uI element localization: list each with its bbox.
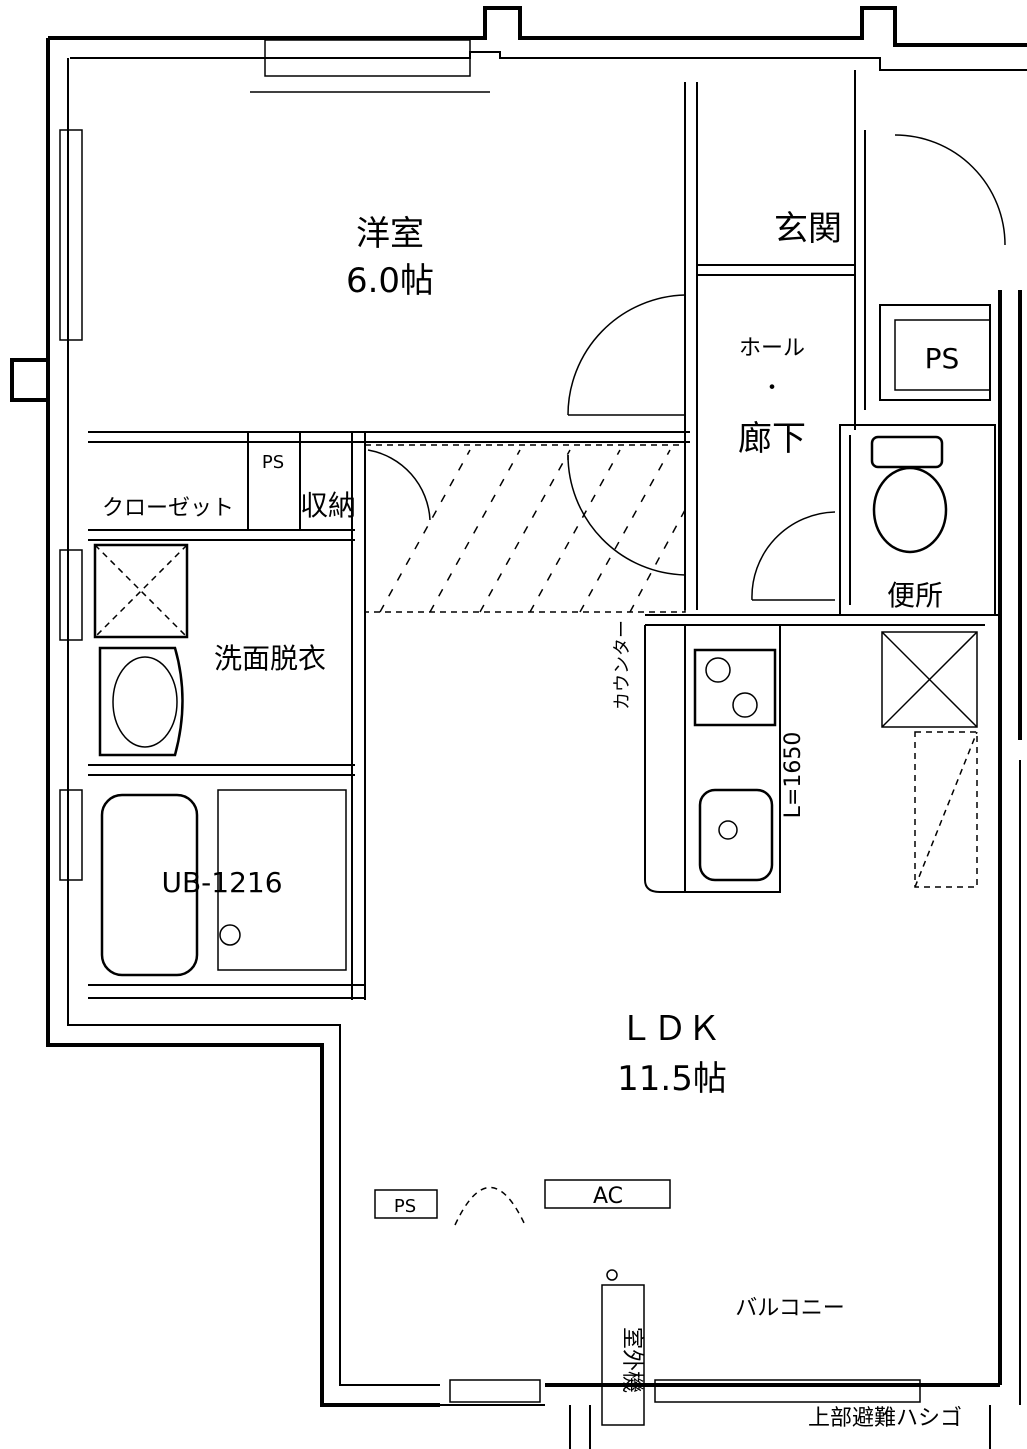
entrance-label: 玄関 [774, 209, 842, 249]
doors [367, 134, 1006, 1226]
escape-ladder-label: 上部避難ハシゴ [808, 1406, 962, 1431]
western-room-size: 6.0帖 [346, 261, 434, 301]
closet-label: クローゼット [102, 496, 234, 521]
ps-top-label: PS [925, 342, 960, 375]
ldk-size: 11.5帖 [617, 1059, 727, 1099]
outdoor-unit-label: 室外機 [619, 1327, 644, 1393]
kitchen-length-label: L=1650 [781, 732, 806, 819]
outdoor-unit-box [601, 1284, 645, 1426]
labels: 洋室 6.0帖 玄関 ホール ・ 廊下 PS クローゼット PS 収納 便所 洗… [102, 209, 962, 1431]
hall-label-3: 廊下 [738, 419, 806, 459]
bath-label: UB-1216 [161, 866, 282, 899]
ldk-name: ＬＤＫ [619, 1009, 721, 1049]
hall-label-2: ・ [761, 376, 783, 401]
washroom-label: 洗面脱衣 [214, 642, 326, 675]
ac-label: AC [593, 1184, 623, 1209]
western-room-name: 洋室 [356, 214, 424, 254]
drain-marker [606, 1269, 618, 1281]
balcony-label: バルコニー [735, 1296, 845, 1321]
hall-label-1: ホール [739, 336, 805, 361]
ps-small-label: PS [262, 452, 284, 473]
hatched-floor [364, 444, 686, 613]
storage-label: 収納 [300, 489, 356, 522]
ps-bottom-label: PS [394, 1196, 416, 1217]
fixtures [93, 435, 948, 977]
windows [59, 39, 921, 1403]
counter-label: カウンター [612, 620, 633, 710]
toilet-label: 便所 [887, 579, 943, 612]
